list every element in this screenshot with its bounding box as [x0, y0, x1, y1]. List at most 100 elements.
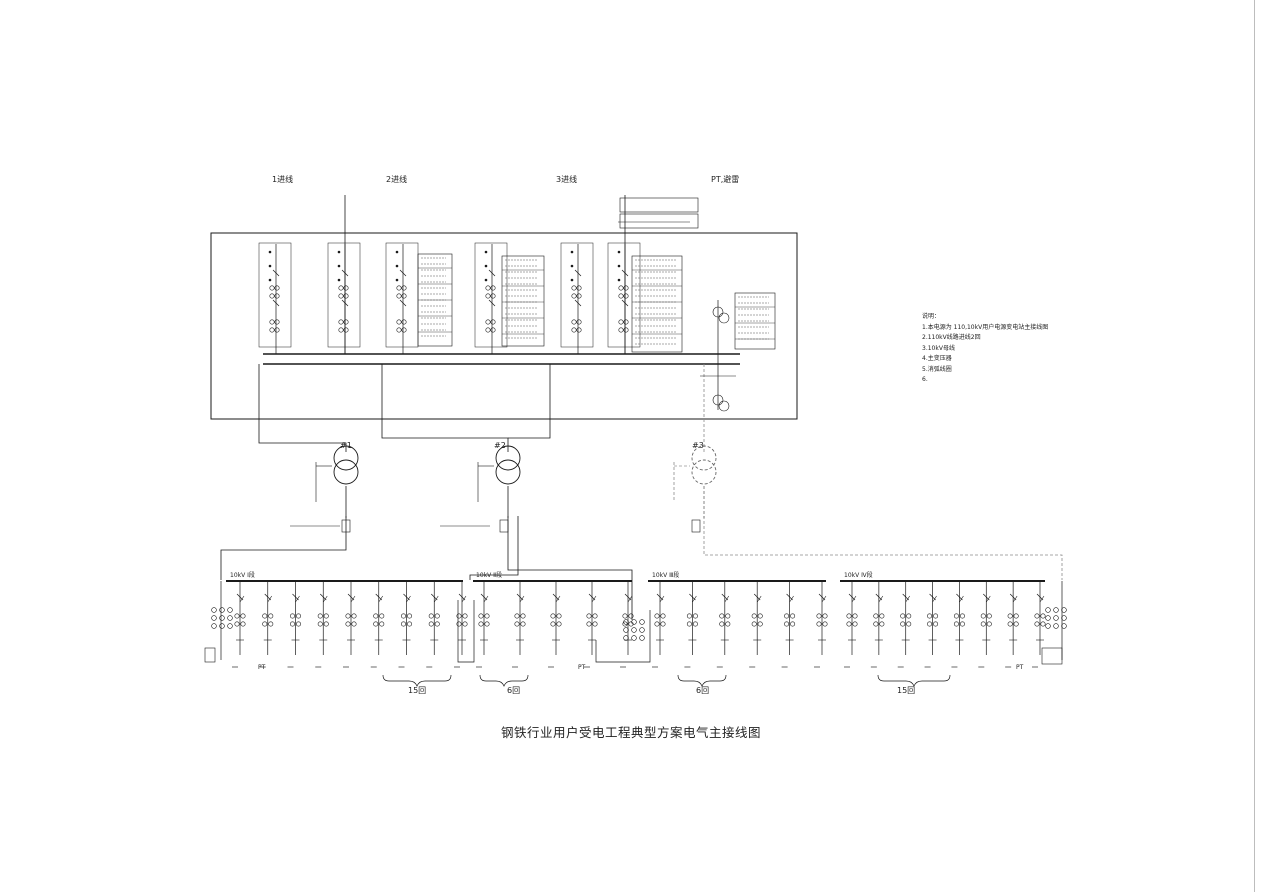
feeder-switch: [756, 595, 762, 603]
lv-feeder: [343, 581, 357, 668]
ct-coil: [623, 293, 629, 299]
t2-to-bus3: [469, 516, 519, 580]
disconnector-contact: [337, 264, 341, 268]
feeder-ct: [873, 621, 879, 627]
incomer-label-3: 3进线: [556, 175, 578, 184]
feeder-switch: [932, 595, 937, 603]
breaker-mark: [574, 269, 582, 277]
ct-coil: [576, 285, 582, 291]
bus4-pt-box: [1041, 647, 1063, 665]
feeder-ct: [622, 613, 628, 619]
arrester-coil: [712, 394, 724, 406]
pt-cell-coil: [631, 619, 637, 625]
ct-coil: [571, 293, 577, 299]
note-6: 6.: [922, 376, 928, 383]
ct-coil: [274, 285, 280, 291]
disconnector-contact: [337, 250, 341, 254]
bus-pt-cell: [1045, 607, 1067, 629]
breaker-mark: [399, 269, 407, 277]
ct-coil: [623, 285, 629, 291]
disconnector-contact: [268, 250, 272, 254]
feeder-switch: [851, 595, 857, 603]
feeder-ct: [592, 621, 598, 627]
disconnector-contact: [617, 250, 621, 254]
feeder-ct: [406, 621, 412, 627]
feeder-switch: [986, 595, 991, 603]
feeder-ct: [323, 613, 329, 619]
winding-hv: [333, 445, 359, 471]
feeder-ct: [1040, 621, 1046, 627]
feeder-ct: [323, 621, 329, 627]
ct-coil: [623, 327, 629, 333]
feeder-switch: [483, 595, 489, 603]
lv-feeder: [370, 581, 385, 668]
ct-coil: [490, 285, 496, 291]
ct-coil: [623, 319, 629, 325]
feeder-ct: [456, 621, 462, 627]
ct-coil: [338, 293, 344, 299]
transformer-3: [673, 445, 717, 518]
feeder-switch: [239, 595, 245, 603]
ct-coil: [396, 319, 402, 325]
feeder-ct: [933, 621, 939, 627]
bus1-label: 10kV Ⅰ段: [230, 572, 255, 579]
lv-feeder: [232, 581, 246, 668]
feeder-ct: [980, 621, 986, 627]
feeder-switch: [878, 595, 884, 603]
spec-table-frame: [501, 255, 545, 347]
feeder-ct: [846, 613, 852, 619]
page-border: [1254, 0, 1255, 892]
grounding-box: [499, 519, 509, 533]
feeder-ct: [400, 613, 406, 619]
lv-feeder: [398, 581, 412, 668]
pt-cell-coil: [227, 615, 233, 621]
feeder-ct: [879, 621, 885, 627]
feeder-ct: [484, 621, 490, 627]
lv-feeder: [476, 581, 490, 668]
bus2-label: 10kV Ⅱ段: [476, 572, 503, 579]
ct-coil: [401, 319, 407, 325]
lv-feeder: [814, 581, 828, 668]
feeder-ct: [906, 621, 912, 627]
feeder-ct: [654, 613, 660, 619]
lv-feeder: [652, 581, 666, 668]
winding-hv: [691, 445, 717, 471]
ct-coil: [274, 327, 280, 333]
pt-cell-coil: [211, 615, 217, 621]
feeder-ct: [660, 621, 666, 627]
incomer-label-1: 1进线: [272, 175, 294, 184]
ct-coil: [338, 319, 344, 325]
feeder-switch: [591, 595, 597, 603]
grounding-box: [341, 519, 351, 533]
feeder-ct: [1007, 621, 1013, 627]
ct-coil: [571, 319, 577, 325]
transformer-2: [477, 445, 521, 518]
ct-coil: [338, 285, 344, 291]
group-brace-1: [382, 674, 452, 687]
pt-bay: [700, 300, 736, 412]
pt-coil: [718, 312, 730, 324]
feeder-ct: [927, 613, 933, 619]
feeder-ct: [719, 621, 725, 627]
lv-feeder: [259, 581, 274, 668]
ct-coil: [576, 327, 582, 333]
feeder-pt-label-3: PT: [1016, 664, 1024, 671]
feeder-ct: [784, 613, 790, 619]
feeder-ct: [462, 613, 468, 619]
feeder-ct: [556, 613, 562, 619]
lv-feeder: [684, 581, 698, 668]
feeder-ct: [262, 613, 268, 619]
pt-label: PT,避雷: [711, 175, 740, 184]
disconnector-contact: [484, 264, 488, 268]
pt-cell-coil: [1045, 607, 1051, 613]
ct-coil: [269, 293, 275, 299]
pt-cell-coil: [1061, 615, 1067, 621]
feeder-ct: [484, 613, 490, 619]
t2-label: #2: [494, 441, 506, 450]
bay-panel: [258, 242, 292, 348]
pt-cell-coil: [219, 615, 225, 621]
feeder-switch: [267, 595, 272, 603]
feeder-switch: [555, 595, 561, 603]
breaker-mark: [341, 299, 349, 307]
feeder-ct: [520, 621, 526, 627]
